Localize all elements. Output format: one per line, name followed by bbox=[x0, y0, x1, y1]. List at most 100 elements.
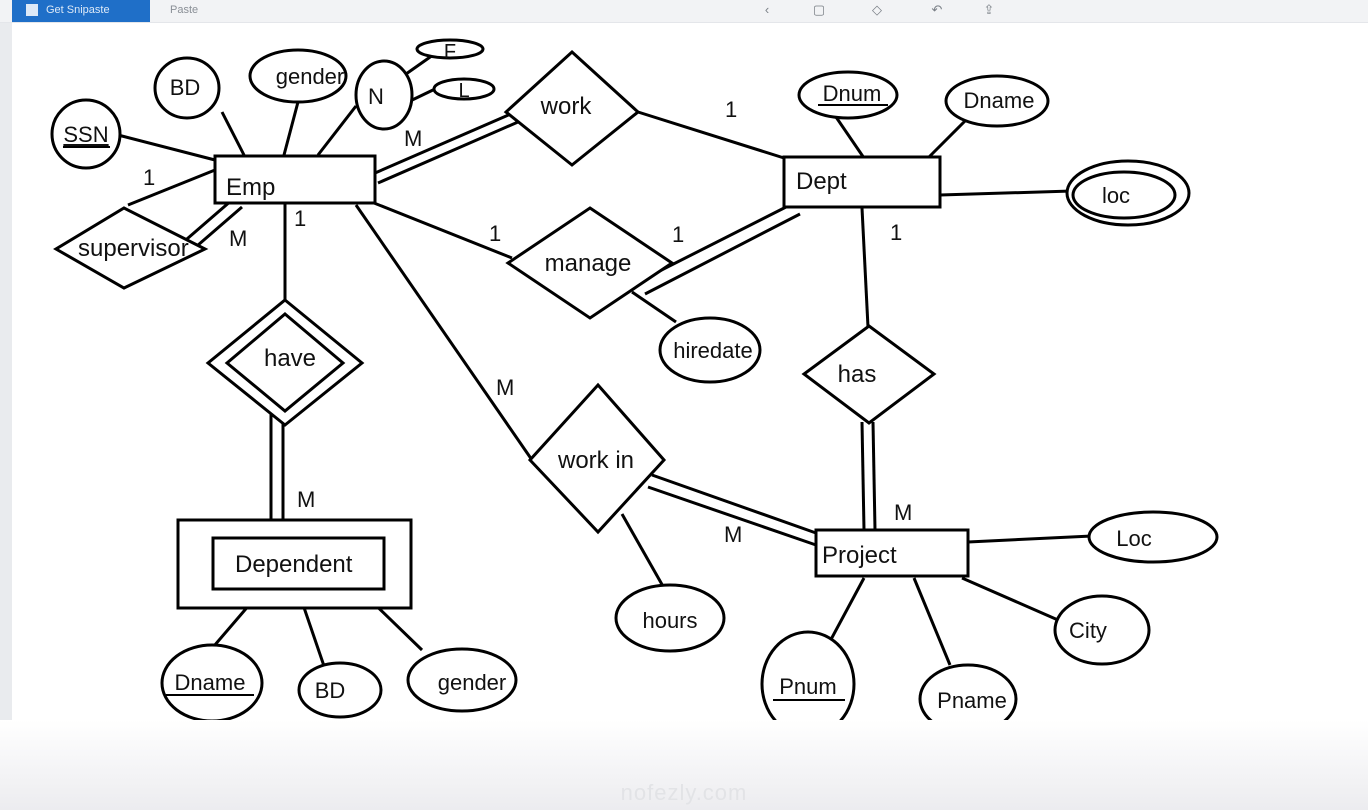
attribute-dnum-ellipse bbox=[797, 70, 899, 120]
entity-emp-box bbox=[213, 154, 377, 205]
relationship-manage[interactable]: manage bbox=[505, 206, 675, 320]
relationship-work[interactable]: work bbox=[503, 49, 641, 167]
entity-emp-label: Emp bbox=[226, 174, 275, 201]
line-work-dept bbox=[637, 110, 785, 160]
attribute-proj-loc-label: Loc bbox=[1116, 526, 1151, 551]
line-n-emp bbox=[316, 105, 358, 156]
cardinality-have-dependent: M bbox=[297, 487, 315, 512]
attribute-dep-bd-label: BD bbox=[315, 678, 346, 703]
line-manage-dept-b bbox=[644, 212, 801, 296]
line-dnum-dept bbox=[834, 116, 866, 159]
attribute-dnum[interactable]: Dnum bbox=[797, 70, 899, 120]
line-n-f bbox=[405, 53, 434, 76]
window-tab[interactable]: Get Snipaste bbox=[12, 0, 150, 22]
entity-dependent-inner-box bbox=[211, 536, 386, 591]
entity-dependent-label: Dependent bbox=[235, 551, 353, 578]
line-workin-project-b bbox=[647, 485, 817, 547]
attribute-hours-ellipse bbox=[614, 583, 726, 653]
cardinality-emp-workin: M bbox=[496, 375, 514, 400]
attribute-emp-gender[interactable]: gender bbox=[248, 48, 348, 104]
attribute-loc[interactable]: loc bbox=[1065, 159, 1191, 227]
line-ssn-emp bbox=[117, 133, 216, 162]
cardinality-manage-dept: 1 bbox=[672, 222, 684, 247]
attribute-n-label: N bbox=[368, 84, 384, 109]
attribute-l[interactable]: L bbox=[432, 77, 496, 102]
line-dname-dept bbox=[926, 116, 970, 160]
entity-emp[interactable]: Emp bbox=[213, 154, 377, 205]
entity-dept[interactable]: Dept bbox=[782, 155, 942, 209]
attribute-dnum-label: Dnum bbox=[823, 81, 882, 106]
relationship-have[interactable]: have bbox=[205, 298, 365, 427]
cardinality-emp-manage: 1 bbox=[489, 221, 501, 246]
relationship-has[interactable]: has bbox=[801, 324, 937, 425]
attribute-loc-label: loc bbox=[1102, 183, 1130, 208]
attribute-proj-loc[interactable]: Loc bbox=[1087, 510, 1219, 564]
cardinality-labels: 1 M M 1 1 1 1 M M M 1 M bbox=[143, 97, 912, 547]
attribute-loc-inner-ellipse bbox=[1071, 170, 1177, 220]
line-pnum-project bbox=[826, 577, 866, 646]
line-bd-emp bbox=[220, 111, 246, 156]
line-loc-dept bbox=[939, 189, 1073, 197]
attribute-emp-gender-label: gender bbox=[276, 64, 345, 89]
attribute-dep-gender-ellipse bbox=[406, 647, 518, 713]
entity-project-box bbox=[814, 528, 970, 578]
attribute-dep-dname-label: Dname bbox=[175, 670, 246, 695]
attribute-pnum-label: Pnum bbox=[779, 674, 836, 699]
attribute-dname-label: Dname bbox=[964, 88, 1035, 113]
line-dept-has bbox=[860, 207, 870, 328]
entity-dependent[interactable]: Dependent bbox=[176, 518, 413, 610]
attribute-f-label: F bbox=[444, 41, 456, 63]
attribute-city-label: City bbox=[1069, 618, 1107, 643]
attribute-dep-bd[interactable]: BD bbox=[297, 661, 383, 719]
attribute-pname[interactable]: Pname bbox=[918, 663, 1018, 735]
attribute-dep-gender-label: gender bbox=[438, 670, 507, 695]
entity-project[interactable]: Project bbox=[814, 528, 970, 578]
line-gender-emp bbox=[282, 101, 300, 156]
attribute-hours-label: hours bbox=[642, 608, 697, 633]
line-emp-work-b bbox=[377, 120, 519, 185]
attribute-emp-bd-label: BD bbox=[170, 75, 201, 100]
relationship-work-in-diamond bbox=[527, 382, 667, 535]
attribute-pname-label: Pname bbox=[937, 688, 1007, 713]
relationship-work-diamond bbox=[503, 49, 641, 167]
cardinality-work-dept: 1 bbox=[725, 97, 737, 122]
attribute-f[interactable]: F bbox=[415, 38, 485, 63]
line-supervisor-emp bbox=[127, 168, 216, 207]
line-emp-workin bbox=[354, 204, 534, 461]
relationship-have-inner-diamond bbox=[224, 312, 346, 413]
attribute-n[interactable]: N bbox=[354, 59, 414, 131]
attribute-city[interactable]: City bbox=[1053, 594, 1151, 666]
cardinality-supervisor-emp: 1 bbox=[143, 165, 155, 190]
relationship-work-in[interactable]: work in bbox=[527, 382, 667, 535]
attribute-n-ellipse bbox=[354, 59, 414, 131]
cardinality-emp-have: 1 bbox=[294, 206, 306, 231]
line-pname-project bbox=[912, 577, 952, 666]
attribute-dep-gender[interactable]: gender bbox=[406, 647, 518, 713]
line-workin-hours bbox=[620, 513, 666, 589]
pin-icon[interactable]: ◇ bbox=[872, 2, 882, 17]
relationship-supervisor-label: supervisor bbox=[78, 235, 189, 262]
attribute-emp-bd-ellipse bbox=[153, 56, 221, 120]
undo-icon[interactable]: ↶ bbox=[931, 2, 943, 17]
relationship-supervisor[interactable]: supervisor bbox=[53, 206, 209, 290]
entity-project-label: Project bbox=[822, 542, 897, 569]
cardinality-has-project: M bbox=[894, 500, 912, 525]
back-icon[interactable]: ‹ bbox=[764, 2, 770, 17]
attribute-emp-bd[interactable]: BD bbox=[153, 56, 221, 120]
connectors bbox=[117, 53, 1093, 667]
attribute-l-label: L bbox=[458, 80, 469, 102]
left-edge bbox=[0, 0, 12, 810]
attribute-dep-dname[interactable]: Dname bbox=[160, 643, 264, 723]
attribute-pnum[interactable]: Pnum bbox=[760, 630, 856, 738]
bottom-fade bbox=[0, 720, 1368, 810]
attribute-ssn[interactable]: SSN bbox=[50, 98, 122, 170]
line-city-project bbox=[961, 576, 1059, 622]
top-toolbar: Get Snipaste Paste ‹ ▢ ◇ ↶ ⇪ bbox=[0, 0, 1368, 23]
attribute-ssn-label: SSN bbox=[63, 122, 108, 147]
attribute-dname[interactable]: Dname bbox=[944, 74, 1050, 128]
attribute-hours[interactable]: hours bbox=[614, 583, 726, 653]
share-icon[interactable]: ⇪ bbox=[983, 2, 995, 17]
attribute-hiredate[interactable]: hiredate bbox=[658, 316, 762, 384]
watermark: nofezly.com bbox=[620, 780, 748, 805]
copy-icon[interactable]: ▢ bbox=[812, 2, 826, 17]
